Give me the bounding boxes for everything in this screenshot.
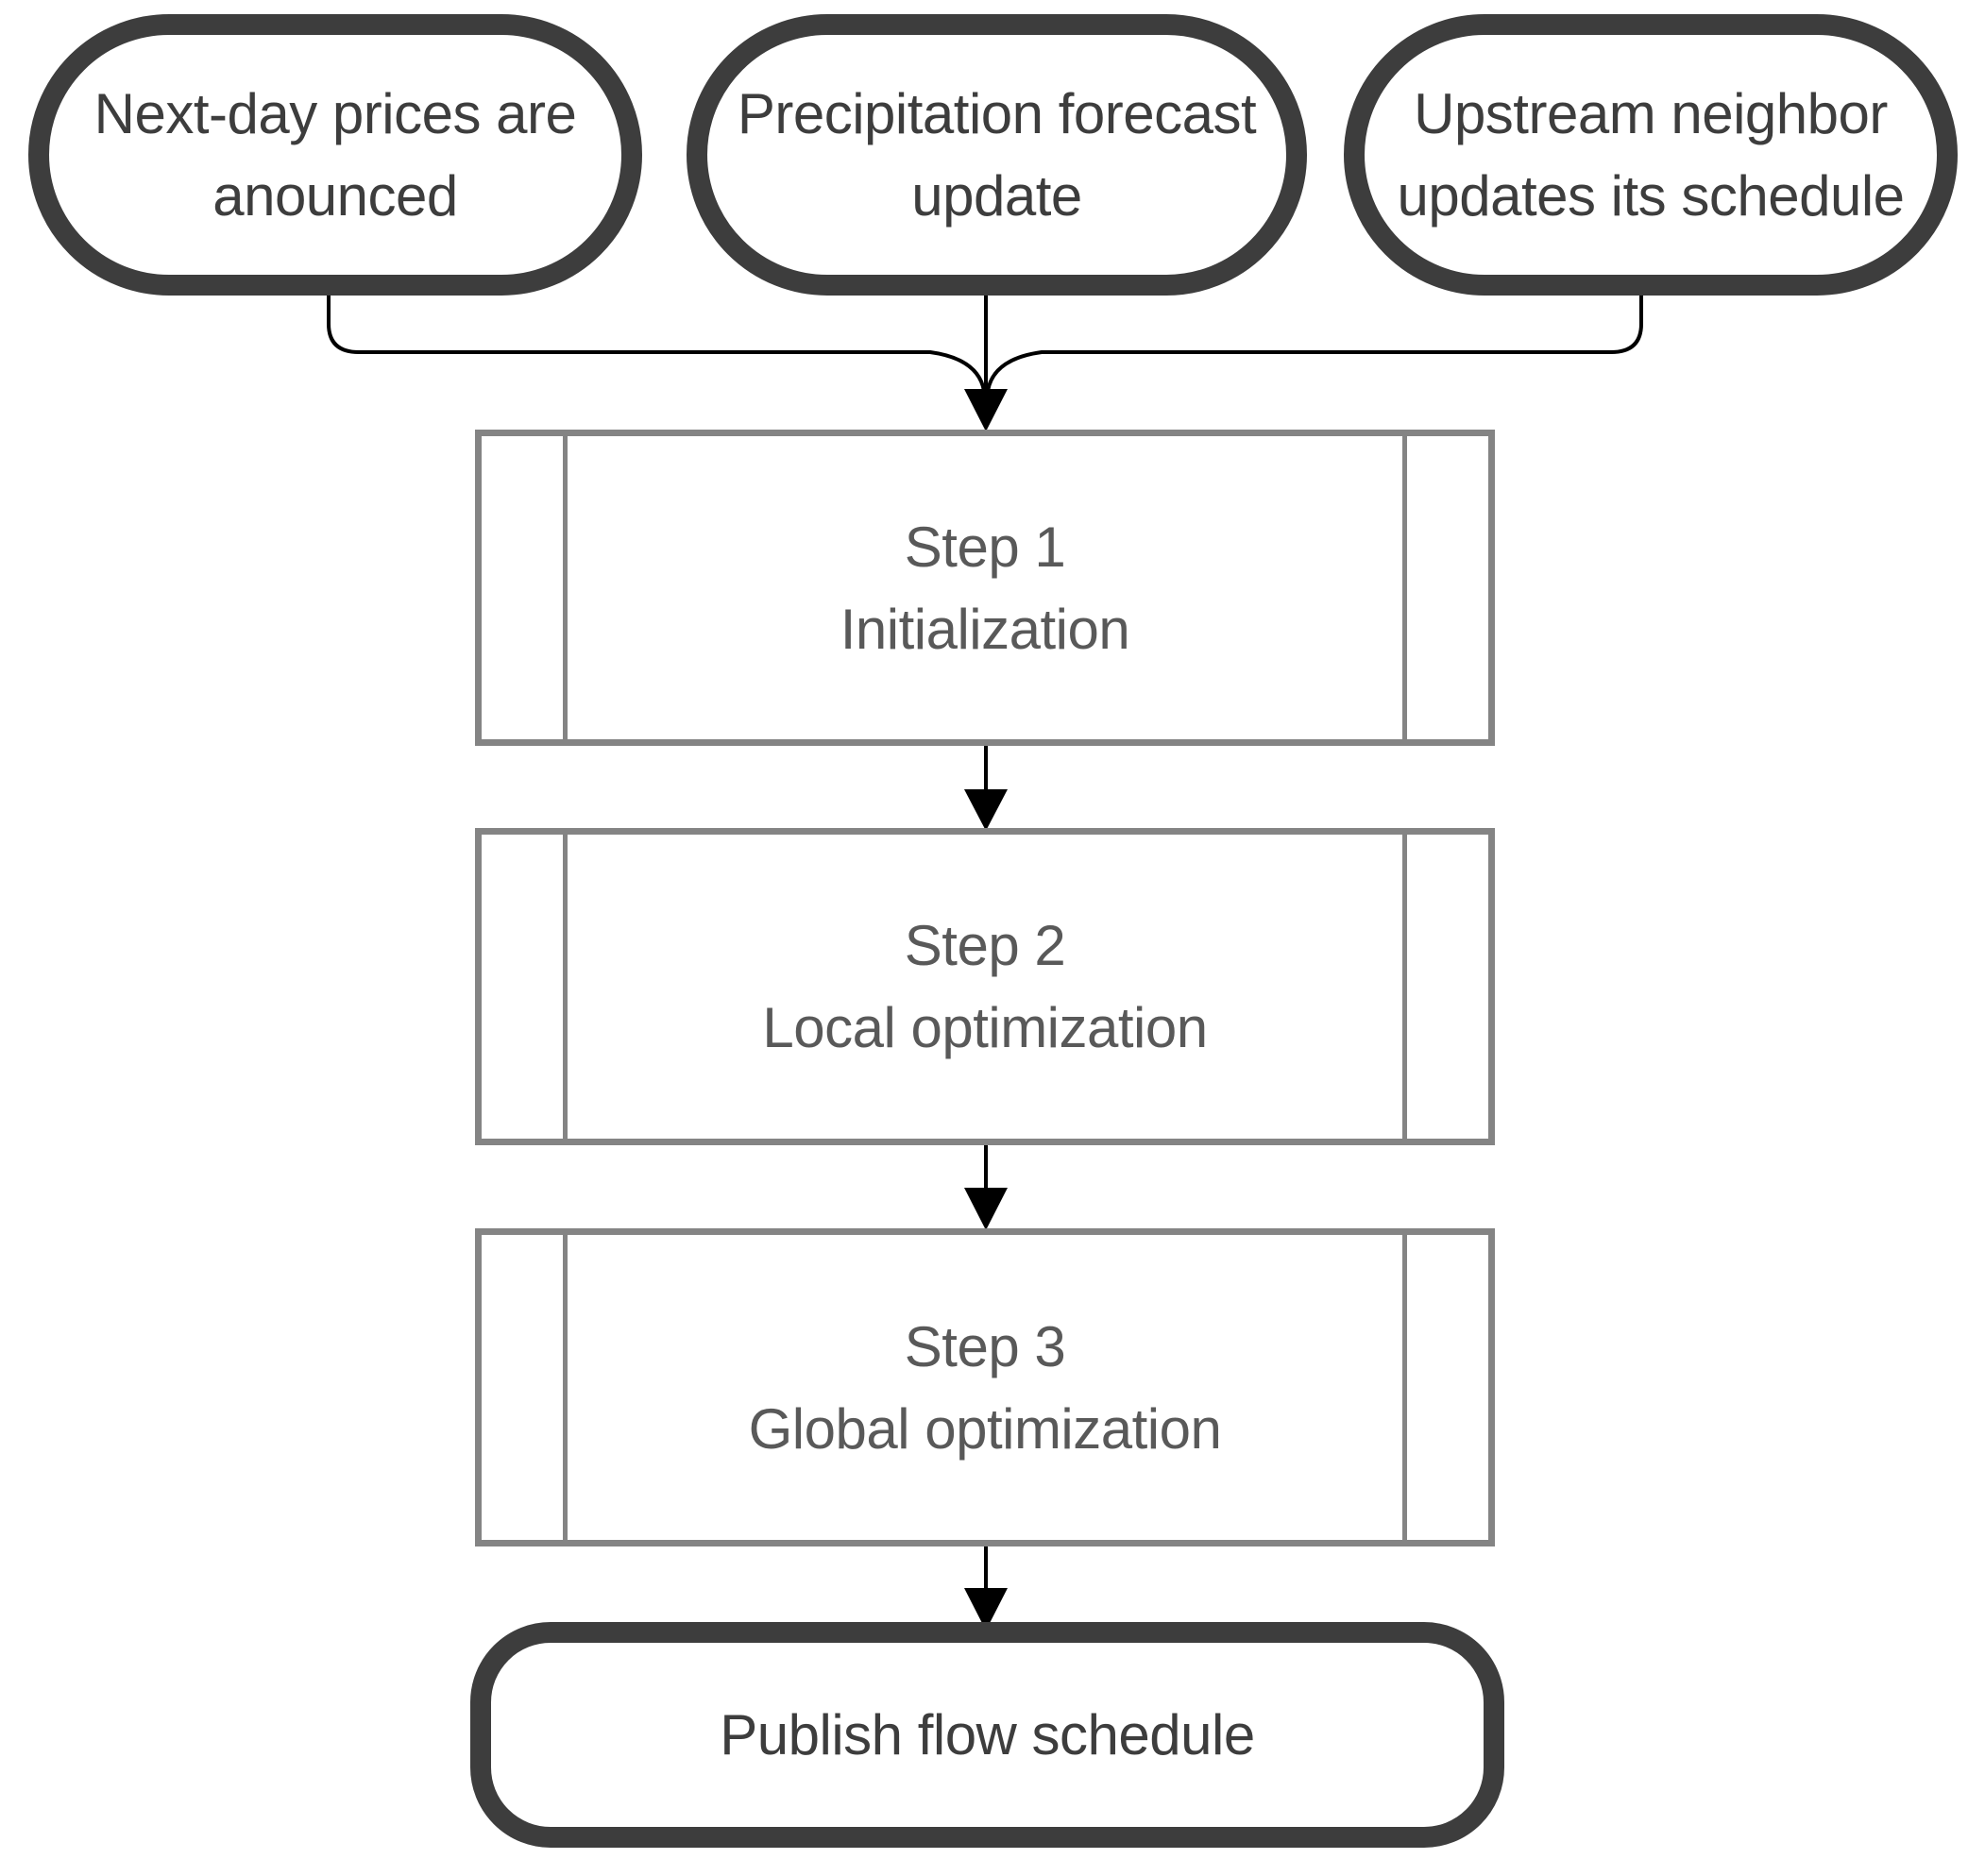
end-event-label: Publish flow schedule <box>720 1703 1255 1766</box>
predefined-process-stripe-right <box>1402 835 1407 1139</box>
start-event-precipitation-forecast: Precipitation forecast update <box>687 14 1307 296</box>
step-name: Global optimization <box>748 1396 1222 1461</box>
step-number: Step 2 <box>904 914 1066 977</box>
step-name: Initialization <box>840 597 1130 661</box>
start-event-label: Next-day prices are anounced <box>93 82 577 228</box>
predefined-process-stripe-left <box>563 835 568 1139</box>
step-name: Local optimization <box>762 996 1208 1059</box>
connector-from-upstream <box>986 296 1643 392</box>
connector-from-prices <box>327 296 986 392</box>
start-event-next-day-prices: Next-day prices are anounced <box>28 14 642 296</box>
predefined-process-stripe-right <box>1402 1235 1407 1540</box>
arrowhead-into-step3-icon <box>964 1188 1008 1230</box>
terminator-publish-flow-schedule: Publish flow schedule <box>470 1622 1504 1848</box>
arrowhead-into-step1-icon <box>964 389 1008 431</box>
arrowhead-into-step2-icon <box>964 789 1008 831</box>
start-event-label: Precipitation forecast update <box>737 82 1257 228</box>
start-event-upstream-neighbor: Upstream neighbor updates its schedule <box>1344 14 1958 296</box>
predefined-process-stripe-right <box>1402 436 1407 739</box>
process-step-2-local-optimization: Step 2 Local optimization <box>475 828 1495 1145</box>
step-number: Step 1 <box>904 515 1066 579</box>
start-event-label: Upstream neighbor updates its schedule <box>1397 82 1905 228</box>
process-step-1-initialization: Step 1 Initialization <box>475 430 1495 746</box>
process-step-3-global-optimization: Step 3 Global optimization <box>475 1228 1495 1546</box>
step-number: Step 3 <box>904 1314 1066 1378</box>
predefined-process-stripe-left <box>563 436 568 739</box>
predefined-process-stripe-left <box>563 1235 568 1540</box>
